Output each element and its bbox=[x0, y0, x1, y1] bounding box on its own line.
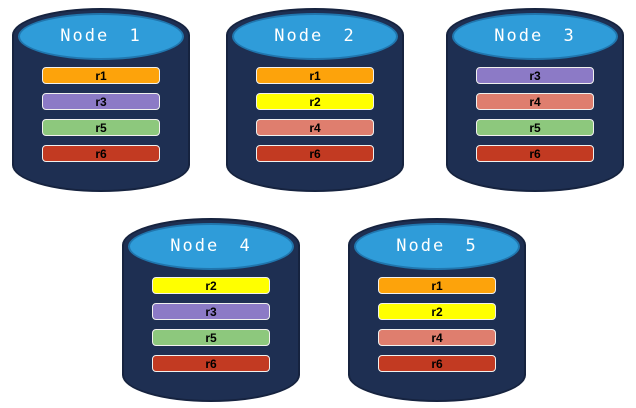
replica-bar: r6 bbox=[378, 355, 496, 372]
replica-list: r2 r3 r5 r6 bbox=[122, 277, 300, 372]
replica-bar: r2 bbox=[378, 303, 496, 320]
replica-bar: r5 bbox=[152, 329, 270, 346]
node-cylinder-3: Node 3 r3 r4 r5 r6 bbox=[446, 8, 624, 192]
cylinder-top-ellipse: Node 4 bbox=[128, 223, 294, 270]
replica-bar: r6 bbox=[256, 145, 374, 162]
node-title: Node 2 bbox=[274, 25, 356, 46]
replica-bar: r3 bbox=[42, 93, 160, 110]
replica-bar: r3 bbox=[152, 303, 270, 320]
replica-bar: r1 bbox=[42, 67, 160, 84]
cylinder-top-ellipse: Node 5 bbox=[354, 223, 520, 270]
cylinder-top-ellipse: Node 3 bbox=[452, 13, 618, 60]
replica-list: r3 r4 r5 r6 bbox=[446, 67, 624, 162]
node-title: Node 5 bbox=[396, 235, 478, 256]
replica-bar: r4 bbox=[476, 93, 594, 110]
replica-list: r1 r2 r4 r6 bbox=[348, 277, 526, 372]
replica-bar: r2 bbox=[152, 277, 270, 294]
node-cylinder-1: Node 1 r1 r3 r5 r6 bbox=[12, 8, 190, 192]
node-title: Node 4 bbox=[170, 235, 252, 256]
replica-bar: r5 bbox=[476, 119, 594, 136]
cylinder-top-ellipse: Node 1 bbox=[18, 13, 184, 60]
replica-bar: r1 bbox=[378, 277, 496, 294]
replica-bar: r6 bbox=[42, 145, 160, 162]
node-cylinder-2: Node 2 r1 r2 r4 r6 bbox=[226, 8, 404, 192]
node-title: Node 1 bbox=[60, 25, 142, 46]
replica-bar: r2 bbox=[256, 93, 374, 110]
replica-list: r1 r3 r5 r6 bbox=[12, 67, 190, 162]
replica-bar: r3 bbox=[476, 67, 594, 84]
node-cylinder-4: Node 4 r2 r3 r5 r6 bbox=[122, 218, 300, 402]
node-cylinder-5: Node 5 r1 r2 r4 r6 bbox=[348, 218, 526, 402]
replica-bar: r4 bbox=[378, 329, 496, 346]
replica-bar: r5 bbox=[42, 119, 160, 136]
replica-bar: r4 bbox=[256, 119, 374, 136]
node-title: Node 3 bbox=[494, 25, 576, 46]
replica-bar: r1 bbox=[256, 67, 374, 84]
replica-list: r1 r2 r4 r6 bbox=[226, 67, 404, 162]
replica-bar: r6 bbox=[476, 145, 594, 162]
cylinder-top-ellipse: Node 2 bbox=[232, 13, 398, 60]
replica-bar: r6 bbox=[152, 355, 270, 372]
